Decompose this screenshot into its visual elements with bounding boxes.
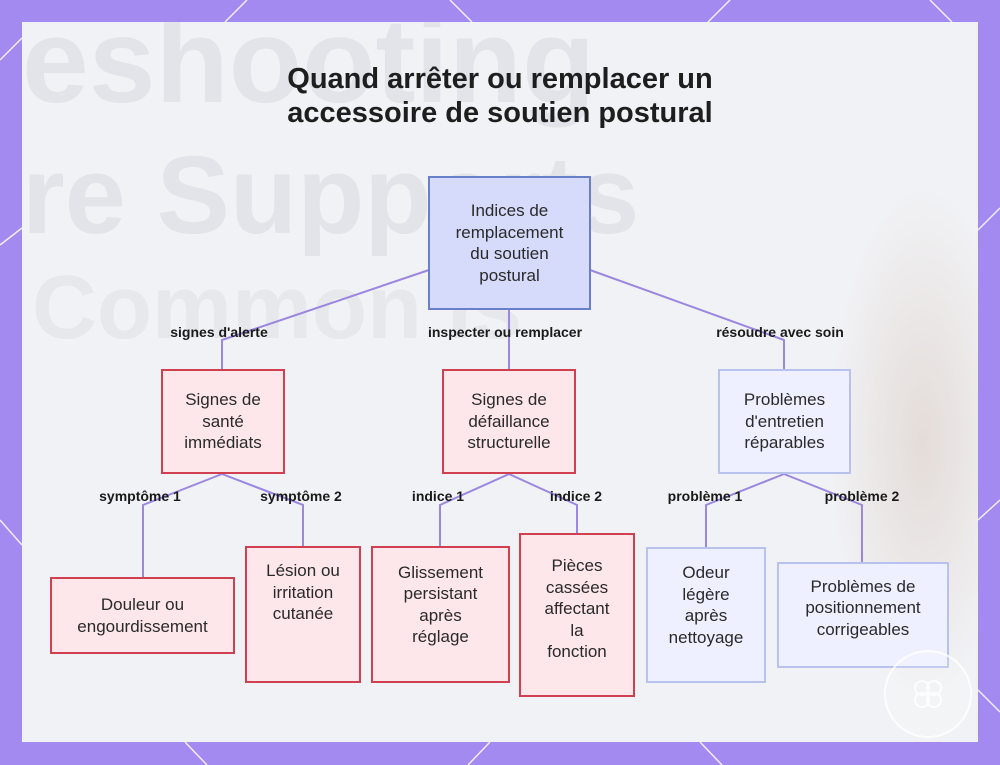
edge-structural-broken [508, 473, 578, 534]
edge-label-symptom-2: symptôme 2 [260, 488, 342, 504]
edge-label-problem-1: problème 1 [667, 488, 743, 504]
node-pain: Douleur ou engourdissement [50, 577, 235, 654]
node-health-line: santé [202, 411, 244, 431]
edge-label-clue-1: indice 1 [411, 488, 465, 504]
node-broken-line: Pièces [551, 556, 603, 576]
edge-label-alerts: signes d'alerte [170, 324, 268, 340]
node-slipping-line: Glissement [397, 562, 484, 582]
node-positioning-line: corrigeables [816, 619, 910, 639]
node-odor-line: légère [682, 584, 730, 604]
node-slipping: Glissement persistant après réglage [371, 546, 510, 683]
node-odor-line: nettoyage [668, 627, 744, 647]
node-structural-line: défaillance [468, 411, 550, 431]
node-pain-line: Douleur ou [100, 595, 185, 614]
background-watermark-line-1: eshooting [22, 22, 596, 128]
node-health-signs: Signes de santé immédiats [161, 369, 285, 474]
node-lesion-line: irritation [272, 582, 334, 602]
node-root-line: postural [479, 265, 540, 285]
edge-label-clue-2: indice 2 [549, 488, 603, 504]
node-pain-line: engourdissement [77, 616, 208, 636]
edge-health-pain [142, 473, 223, 578]
node-odor: Odeur légère après nettoyage [646, 547, 766, 683]
node-broken-line: la [570, 620, 584, 640]
node-structural-signs: Signes de défaillance structurelle [442, 369, 576, 474]
node-positioning-line: positionnement [805, 598, 921, 618]
node-health-line: Signes de [185, 390, 261, 410]
node-positioning-line: Problèmes de [810, 576, 916, 596]
node-odor-line: après [684, 606, 728, 625]
node-structural-line: structurelle [467, 433, 551, 453]
node-health-line: immédiats [184, 433, 262, 453]
node-maintenance-line: réparables [744, 433, 825, 453]
edge-label-resolve: résoudre avec soin [716, 324, 844, 340]
edge-maintenance-positioning [783, 473, 863, 562]
edge-label-symptom-1: symptôme 1 [99, 488, 181, 504]
edge-maintenance-odor [705, 473, 785, 547]
edge-label-inspect: inspecter ou remplacer [427, 324, 583, 340]
node-root-line: du soutien [470, 244, 549, 263]
node-slipping-line: réglage [412, 627, 469, 646]
node-broken-line: cassées [545, 577, 609, 597]
edge-root-health [221, 269, 430, 370]
node-root: Indices de remplacement du soutien postu… [428, 176, 591, 310]
edge-health-lesion [221, 473, 304, 547]
title-line-1: Quand arrêter ou remplacer un [287, 63, 713, 95]
node-maintenance-line: Problèmes [743, 390, 826, 410]
node-odor-line: Odeur [682, 563, 730, 582]
node-lesion: Lésion ou irritation cutanée [245, 546, 361, 683]
node-maintenance-problems: Problèmes d'entretien réparables [718, 369, 851, 474]
node-broken-parts: Pièces cassées affectant la fonction [519, 533, 635, 697]
node-root-line: Indices de [470, 201, 549, 220]
title-line-2: accessoire de soutien postural [287, 97, 713, 129]
edge-label-problem-2: problème 2 [824, 488, 900, 504]
node-structural-line: Signes de [471, 390, 547, 410]
node-broken-line: fonction [547, 642, 607, 662]
edge-structural-slipping [439, 473, 510, 547]
node-root-line: remplacement [455, 222, 564, 242]
edge-root-maintenance [589, 269, 785, 370]
diagram-title: Quand arrêter ou remplacer un accessoire… [0, 62, 1000, 130]
node-lesion-line: Lésion ou [266, 561, 340, 581]
node-slipping-line: persistant [403, 584, 478, 603]
node-slipping-line: après [419, 605, 462, 625]
node-broken-line: affectant [544, 599, 610, 619]
node-lesion-line: cutanée [272, 604, 334, 624]
node-maintenance-line: d'entretien [745, 411, 824, 431]
logo-icon [884, 650, 972, 738]
